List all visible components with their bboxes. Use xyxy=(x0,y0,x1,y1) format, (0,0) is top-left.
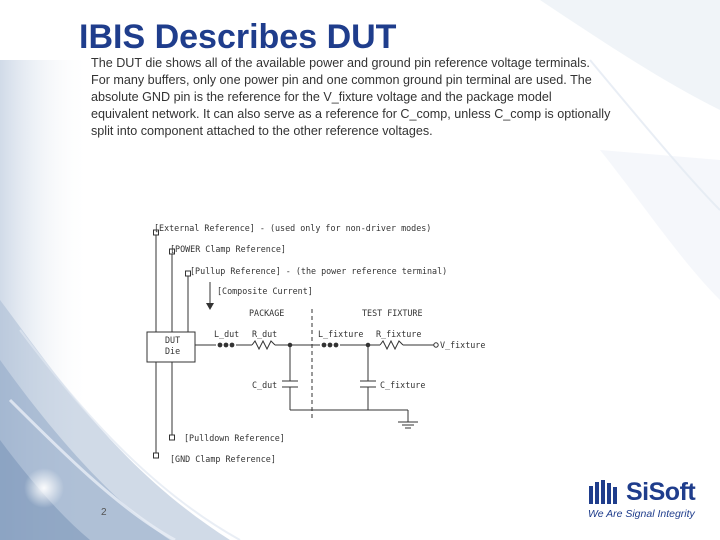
logo-wordmark: SiSoft xyxy=(626,478,696,506)
label-external-reference: [External Reference] - (used only for no… xyxy=(154,223,431,233)
label-c-dut: C_dut xyxy=(252,380,277,390)
slide-body-text: The DUT die shows all of the available p… xyxy=(91,56,611,138)
label-c-fixture: C_fixture xyxy=(380,380,425,390)
label-gnd-clamp-reference: [GND Clamp Reference] xyxy=(170,454,276,464)
label-package: PACKAGE xyxy=(249,308,284,318)
label-l-dut: L_dut xyxy=(214,329,239,339)
label-v-fixture: V_fixture xyxy=(440,340,485,350)
label-pulldown-reference: [Pulldown Reference] xyxy=(184,433,285,443)
sisoft-logo: SiSoft We Are Signal Integrity xyxy=(586,476,706,526)
label-die: Die xyxy=(165,346,180,356)
label-power-clamp-reference: [POWER Clamp Reference] xyxy=(170,244,286,254)
logo-tagline: We Are Signal Integrity xyxy=(588,508,695,520)
label-dut: DUT xyxy=(165,335,180,345)
label-composite-current: [Composite Current] xyxy=(217,286,313,296)
slide-number: 2 xyxy=(101,507,107,518)
label-r-fixture: R_fixture xyxy=(376,329,421,339)
label-l-fixture: L_fixture xyxy=(318,329,363,339)
sisoft-logo-mark-icon xyxy=(589,480,617,504)
label-pullup-reference: [Pullup Reference] - (the power referenc… xyxy=(190,266,447,276)
slide-title: IBIS Describes DUT xyxy=(79,18,397,56)
label-test-fixture: TEST FIXTURE xyxy=(362,308,423,318)
label-r-dut: R_dut xyxy=(252,329,277,339)
ibis-dut-circuit-diagram: [External Reference] - (used only for no… xyxy=(146,223,485,464)
